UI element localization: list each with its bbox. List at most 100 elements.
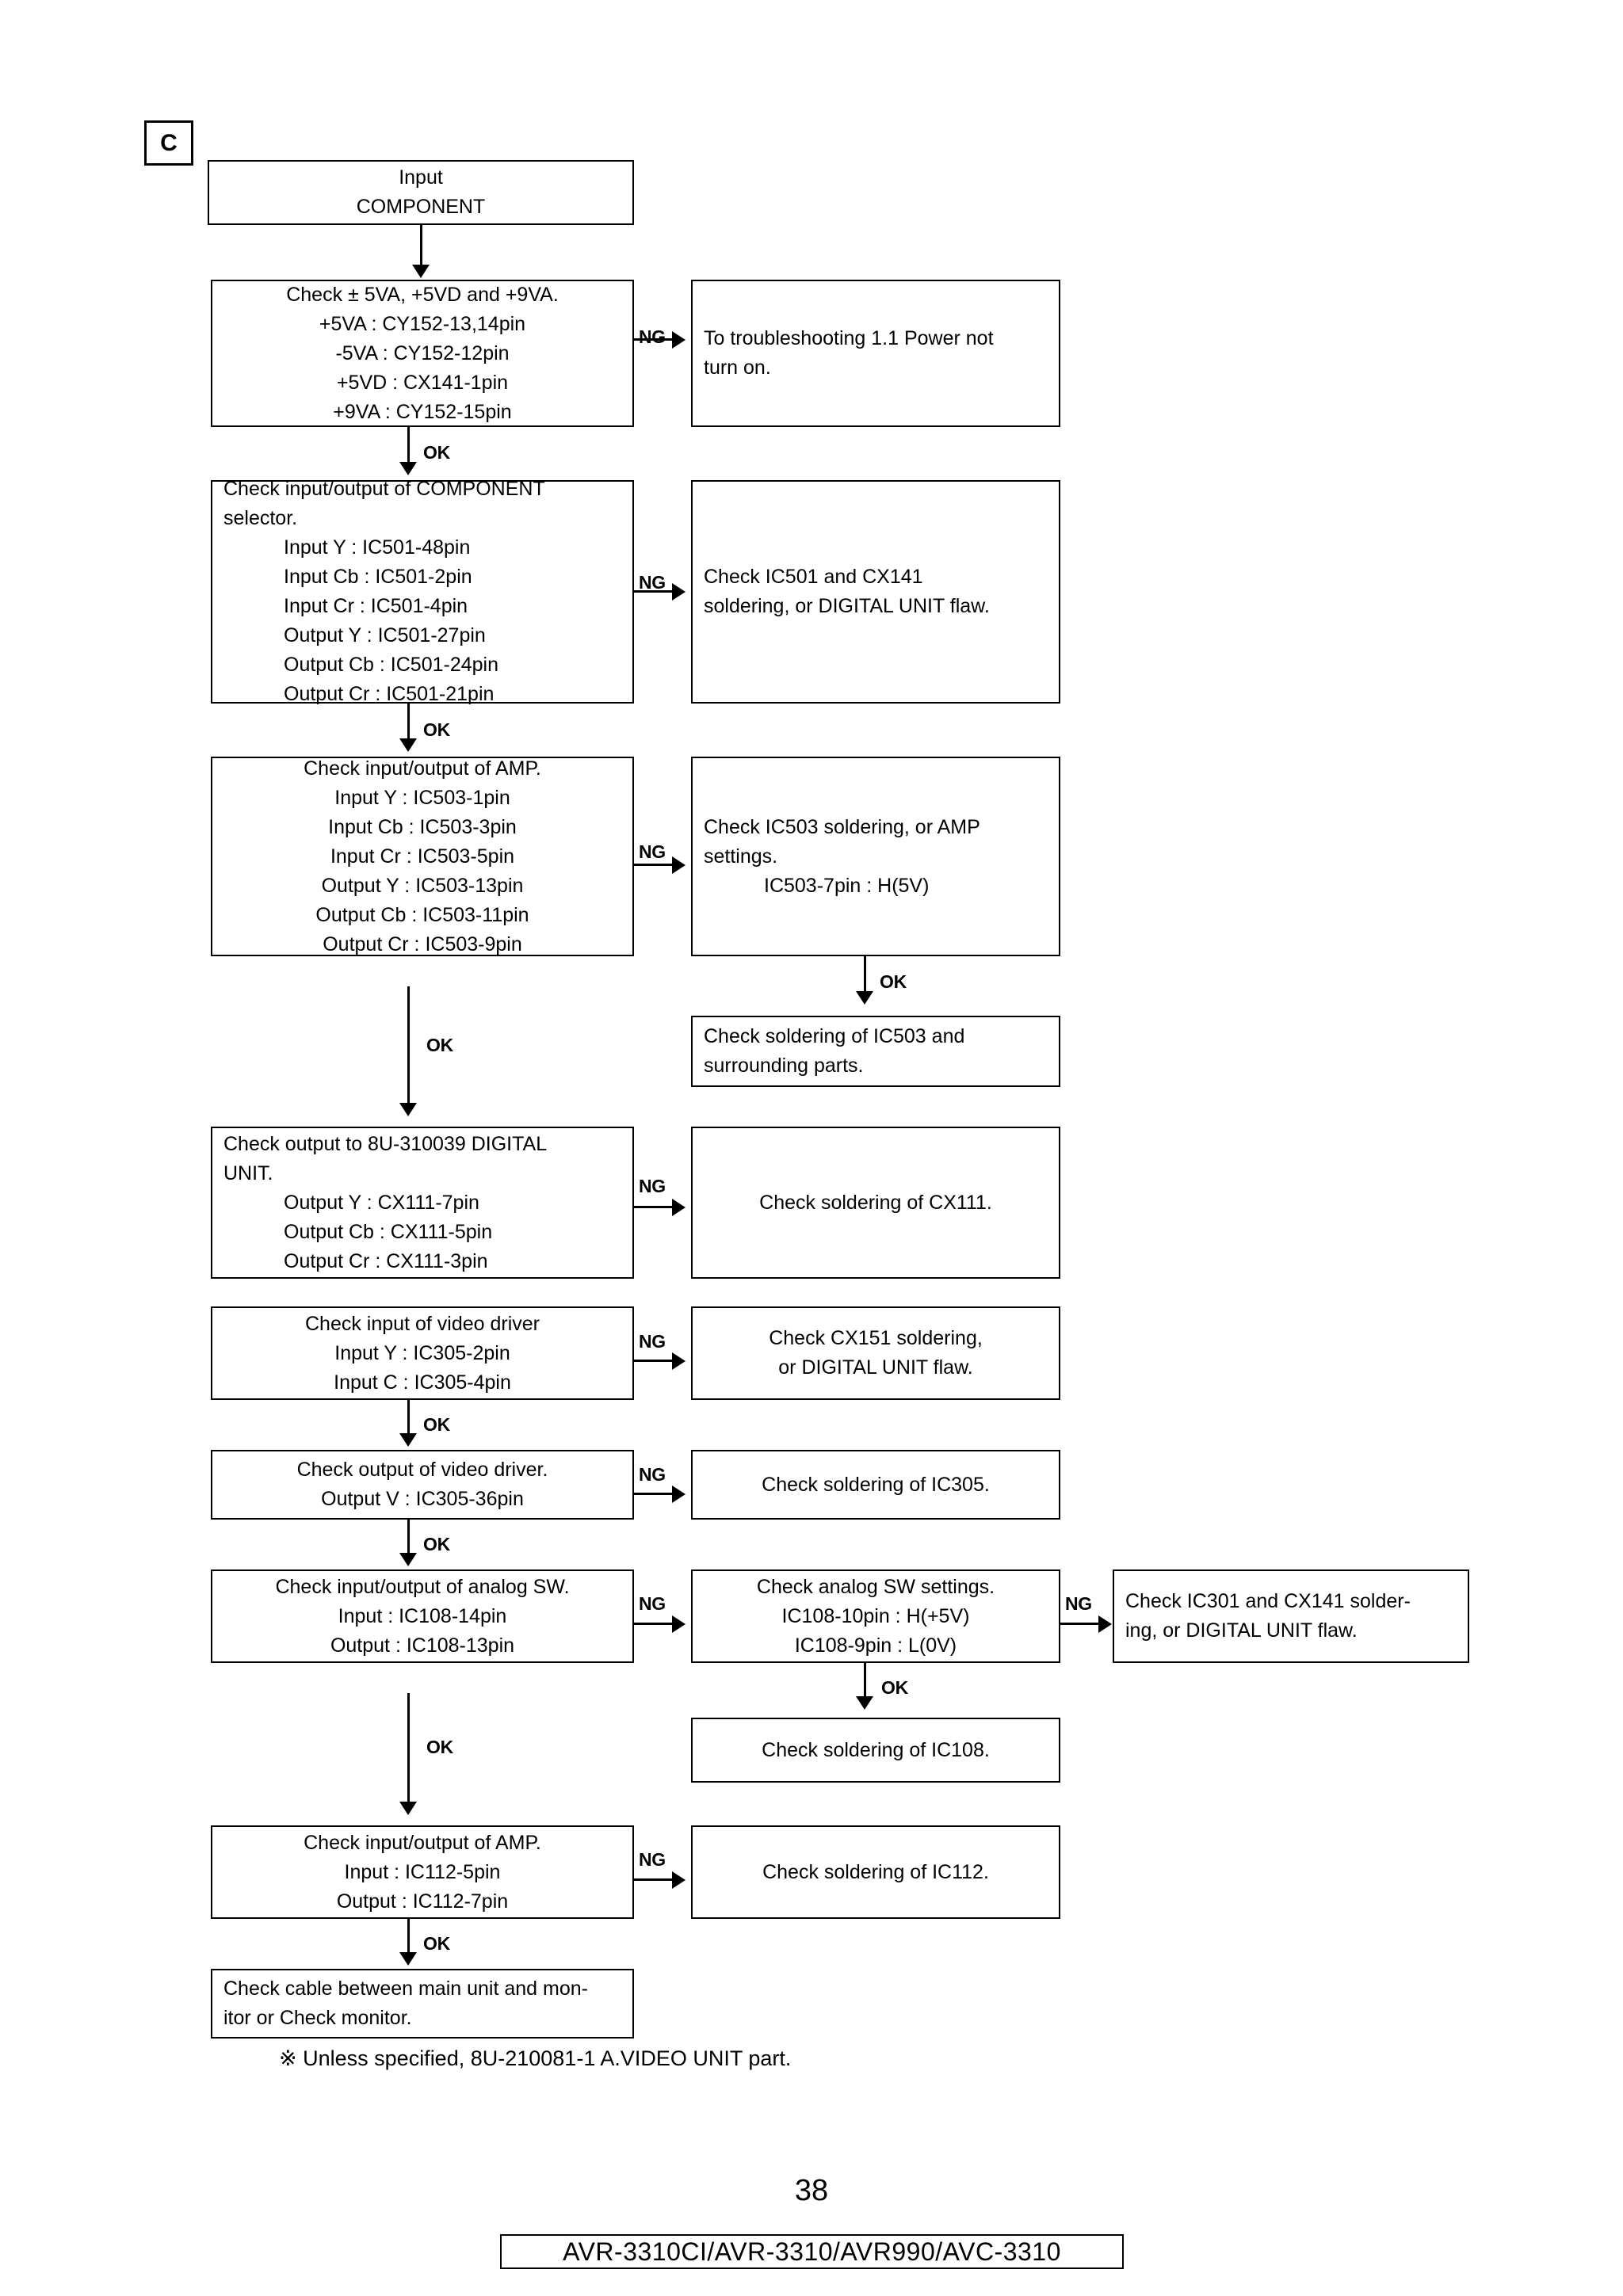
node-digital-unit-line-1: UNIT. <box>223 1161 273 1184</box>
node-video-in-ng: Check CX151 soldering, or DIGITAL UNIT f… <box>691 1306 1060 1400</box>
arrow-amp503ng-ok <box>864 956 866 994</box>
edge-label-ng-videoout: NG <box>639 1464 666 1485</box>
node-amp-503-ng-line-2: IC503-7pin : H(5V) <box>764 874 930 897</box>
arrow-digitalunit-ng-head <box>672 1199 685 1216</box>
node-check-power-line-1: +5VA : CY152-13,14pin <box>319 312 526 335</box>
node-analog-sw-ng: Check analog SW settings. IC108-10pin : … <box>691 1569 1060 1663</box>
node-component-selector-line-4: Input Cr : IC501-4pin <box>284 595 468 617</box>
node-power-ng-line-1: turn on. <box>704 357 771 379</box>
node-input-line-0: Input <box>399 166 443 189</box>
node-check-power-line-4: +9VA : CY152-15pin <box>333 400 512 423</box>
node-digital-unit-line-2: Output Y : CX111-7pin <box>284 1191 479 1214</box>
node-analog-sw-line-2: Output : IC108-13pin <box>330 1634 515 1657</box>
node-video-out: Check output of video driver. Output V :… <box>211 1450 634 1520</box>
node-video-out-line-1: Output V : IC305-36pin <box>321 1488 524 1510</box>
section-tag-c: C <box>144 120 193 166</box>
node-digital-unit: Check output to 8U-310039 DIGITAL UNIT. … <box>211 1127 634 1279</box>
edge-label-ng-videoin: NG <box>639 1331 666 1352</box>
node-amp-112: Check input/output of AMP. Input : IC112… <box>211 1825 634 1919</box>
arrow-component-ng-head <box>672 583 685 601</box>
edge-label-ok-power: OK <box>423 442 450 463</box>
node-component-ng-line-0: Check IC501 and CX141 <box>704 566 923 588</box>
arrow-amp112-ok-head <box>399 1952 417 1966</box>
arrow-videoout-ok-head <box>399 1553 417 1566</box>
node-video-in: Check input of video driver Input Y : IC… <box>211 1306 634 1400</box>
footnote: ※ Unless specified, 8U-210081-1 A.VIDEO … <box>279 2046 792 2070</box>
node-digital-unit-line-3: Output Cb : CX111-5pin <box>284 1220 493 1243</box>
node-check-power-line-0: Check ± 5VA, +5VD and +9VA. <box>286 283 559 306</box>
node-analog-sw-ng2: Check IC301 and CX141 solder- ing, or DI… <box>1113 1569 1469 1663</box>
arrow-power-ng-head <box>672 331 685 349</box>
arrow-analogswng-ng <box>1060 1623 1102 1625</box>
node-component-selector-line-0: Check input/output of COMPONENT <box>223 478 545 500</box>
arrow-analogsw-ng-head <box>672 1615 685 1633</box>
edge-label-ok-videoin: OK <box>423 1414 450 1435</box>
node-check-power-line-2: -5VA : CY152-12pin <box>335 341 510 364</box>
arrow-videoin-ng <box>634 1360 675 1362</box>
node-component-selector-line-3: Input Cb : IC501-2pin <box>284 566 472 588</box>
node-amp-503-ng: Check IC503 soldering, or AMP settings. … <box>691 757 1060 956</box>
node-amp-112-ng-line-0: Check soldering of IC112. <box>762 1860 989 1883</box>
node-analog-sw-ng-ok-line-0: Check soldering of IC108. <box>762 1738 990 1761</box>
arrow-amp503-ng-head <box>672 856 685 874</box>
node-final: Check cable between main unit and mon- i… <box>211 1969 634 2039</box>
edge-label-ok-amp503ng: OK <box>880 971 907 992</box>
node-amp-503-line-1: Input Y : IC503-1pin <box>334 786 510 809</box>
node-video-in-line-2: Input C : IC305-4pin <box>334 1371 511 1394</box>
edge-label-ng-power: NG <box>639 326 666 347</box>
node-component-selector: Check input/output of COMPONENT selector… <box>211 478 634 705</box>
arrow-amp503-ng <box>634 864 675 866</box>
node-video-out-ng: Check soldering of IC305. <box>691 1450 1060 1520</box>
arrow-input-to-power-head <box>412 265 430 278</box>
arrow-videoout-ok <box>407 1520 410 1556</box>
section-tag-label: C <box>160 129 178 156</box>
node-analog-sw-ng-line-1: IC108-10pin : H(+5V) <box>781 1604 970 1627</box>
arrow-power-ok-head <box>399 462 417 475</box>
edge-label-ng-digitalunit: NG <box>639 1176 666 1196</box>
node-component-selector-line-5: Output Y : IC501-27pin <box>284 624 486 646</box>
node-digital-unit-line-0: Check output to 8U-310039 DIGITAL <box>223 1132 548 1155</box>
node-power-ng-line-0: To troubleshooting 1.1 Power not <box>704 327 994 349</box>
node-component-selector-line-7: Output Cr : IC501-21pin <box>284 683 495 705</box>
node-power-ng: To troubleshooting 1.1 Power not turn on… <box>691 280 1060 427</box>
node-amp-503: Check input/output of AMP. Input Y : IC5… <box>211 757 634 956</box>
arrow-amp503-ok-long <box>407 986 410 1107</box>
page-number: 38 <box>794 2174 829 2207</box>
arrow-component-ok <box>407 704 410 742</box>
node-amp-503-line-6: Output Cr : IC503-9pin <box>323 933 522 955</box>
node-digital-unit-ng-line-0: Check soldering of CX111. <box>759 1191 992 1214</box>
arrow-analogswng-ok-head <box>856 1696 873 1710</box>
node-amp-112-line-0: Check input/output of AMP. <box>304 1831 541 1854</box>
node-video-out-ng-line-0: Check soldering of IC305. <box>762 1473 990 1496</box>
node-amp-112-line-1: Input : IC112-5pin <box>344 1860 501 1883</box>
arrow-amp112-ng-head <box>672 1871 685 1889</box>
arrow-component-ok-head <box>399 738 417 752</box>
arrow-analogsw-ok-long <box>407 1693 410 1806</box>
node-amp-503-ng-ok-line-1: surrounding parts. <box>704 1055 864 1077</box>
node-check-power: Check ± 5VA, +5VD and +9VA. +5VA : CY152… <box>211 280 634 427</box>
node-amp-503-ng-line-1: settings. <box>704 845 778 868</box>
edge-label-ok-amp503: OK <box>426 1035 453 1055</box>
arrow-analogswng-ng-head <box>1098 1615 1112 1633</box>
arrow-component-ng <box>634 590 675 593</box>
node-analog-sw: Check input/output of analog SW. Input :… <box>211 1569 634 1663</box>
edge-label-ok-component: OK <box>423 719 450 740</box>
node-amp-503-line-0: Check input/output of AMP. <box>304 757 541 780</box>
edge-label-ng-analogswng: NG <box>1065 1593 1092 1614</box>
node-component-ng-line-1: soldering, or DIGITAL UNIT flaw. <box>704 595 990 617</box>
node-video-in-line-0: Check input of video driver <box>305 1312 540 1335</box>
node-video-out-line-0: Check output of video driver. <box>296 1459 548 1481</box>
node-amp-503-ng-ok: Check soldering of IC503 and surrounding… <box>691 1016 1060 1087</box>
node-analog-sw-ng-ok: Check soldering of IC108. <box>691 1718 1060 1783</box>
node-component-selector-line-1: selector. <box>223 507 298 529</box>
node-digital-unit-line-4: Output Cr : CX111-3pin <box>284 1249 488 1272</box>
node-component-ng: Check IC501 and CX141 soldering, or DIGI… <box>691 480 1060 704</box>
arrow-videoout-ng-head <box>672 1486 685 1503</box>
edge-label-ok-videoout: OK <box>423 1534 450 1554</box>
edge-label-ok-analogswng: OK <box>881 1677 908 1698</box>
arrow-videoin-ng-head <box>672 1352 685 1370</box>
arrow-amp503ng-ok-head <box>856 991 873 1005</box>
node-analog-sw-ng2-line-0: Check IC301 and CX141 solder- <box>1125 1590 1411 1612</box>
node-digital-unit-ng: Check soldering of CX111. <box>691 1127 1060 1279</box>
